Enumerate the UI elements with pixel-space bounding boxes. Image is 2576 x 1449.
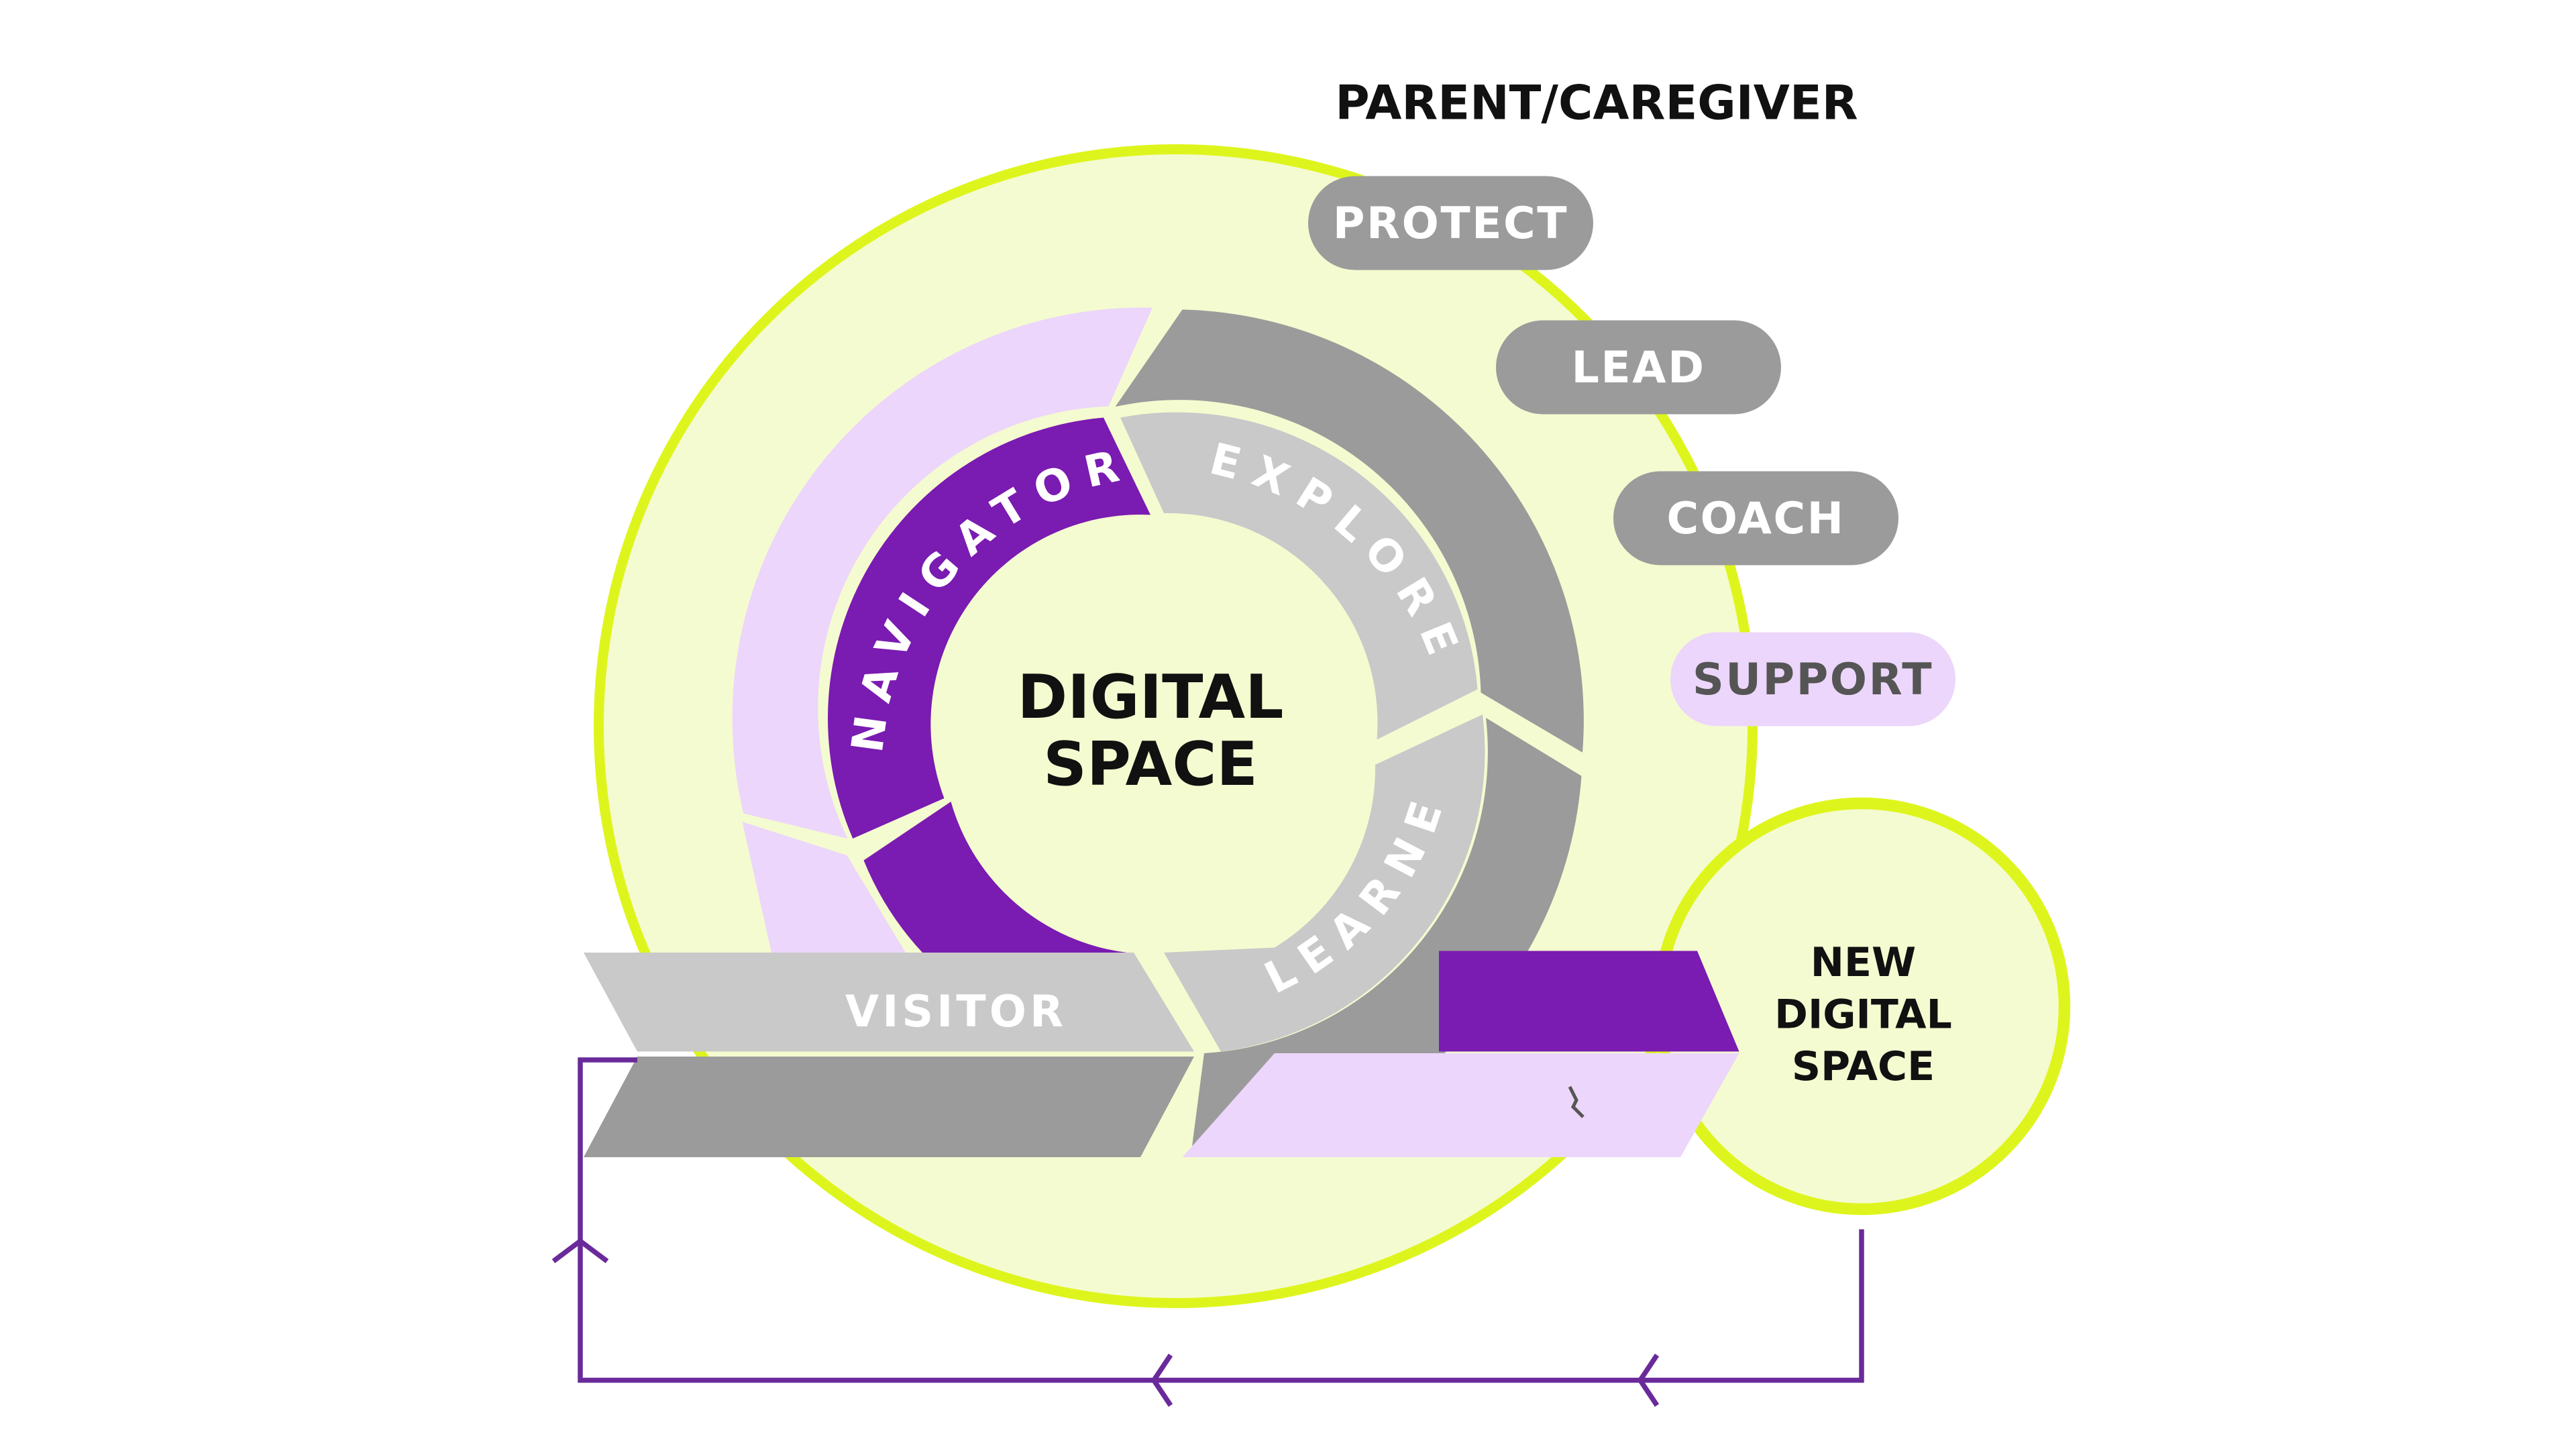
role-pill-bg (1496, 320, 1781, 415)
new-space-line3: SPACE (1792, 1043, 1935, 1090)
loop-arrow-left-icon-1 (1150, 1353, 1173, 1407)
role-pill-support: SUPPORT (1670, 632, 1955, 727)
inner-ring-purple-bottom (863, 802, 1127, 953)
transition-arrow-purple (1439, 951, 1739, 1052)
role-pill-lead: LEAD (1496, 320, 1781, 415)
outer-ring-learner-dark (1191, 718, 1582, 1157)
role-pill-bg (1613, 471, 1898, 566)
role-pill-bg (1308, 176, 1593, 270)
visitor-chevron-bottom (584, 1057, 1194, 1157)
inner-ring-navigator (828, 417, 1150, 839)
center-title-line2: SPACE (1043, 729, 1258, 800)
loop-arrow-left-icon-2 (1637, 1353, 1660, 1407)
role-pill-list: PROTECT LEAD COACH SUPPORT (1308, 176, 1955, 727)
center-title-line1: DIGITAL (1018, 662, 1284, 733)
loop-arrow-up-icon (551, 1238, 609, 1263)
outer-ring-lavender (732, 307, 1152, 839)
transition-arrow-lavender (1182, 1053, 1739, 1157)
loop-back-line (578, 1057, 1864, 1383)
role-pill-coach: COACH (1613, 471, 1898, 566)
inner-ring-explorer (1120, 412, 1478, 740)
stray-mark (1568, 1085, 1585, 1118)
role-pill-protect: PROTECT (1308, 176, 1593, 270)
role-pill-label: LEAD (1571, 343, 1705, 393)
outer-ring-explorer-dark (1115, 309, 1584, 753)
visitor-chevron-top (584, 953, 1194, 1052)
new-space-line1: NEW (1811, 939, 1916, 986)
inner-ring-learner (1164, 714, 1485, 1052)
new-space-line2: DIGITAL (1774, 991, 1952, 1038)
role-pill-bg (1670, 632, 1955, 727)
role-pill-label: COACH (1666, 494, 1845, 544)
role-pill-label: SUPPORT (1693, 655, 1933, 705)
parent-caregiver-title: PARENT/CAREGIVER (1335, 76, 1858, 131)
outer-ring-lavender-bottom (742, 822, 906, 953)
role-pill-label: PROTECT (1333, 199, 1568, 249)
center-disc (944, 518, 1357, 931)
visitor-label: VISITOR (845, 987, 1067, 1037)
